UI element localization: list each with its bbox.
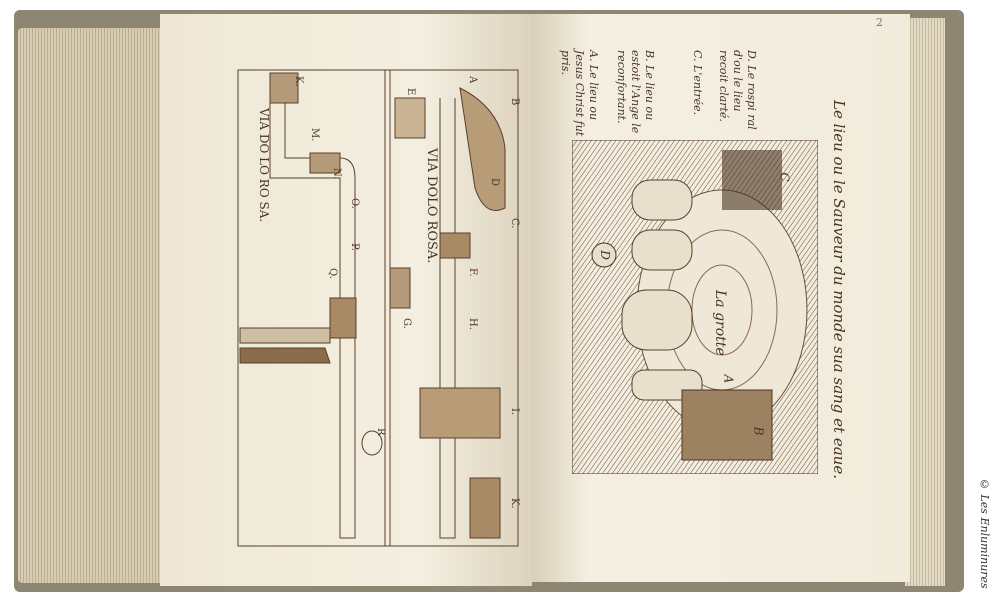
map-letter-label: I.	[509, 408, 520, 415]
street-label-right: VIA DOLO ROSA.	[424, 147, 439, 263]
legend-d: D. Le rospi ral d'ou le lieu recoit clar…	[717, 50, 758, 130]
marker-b: B	[751, 426, 766, 436]
legend-c: C. L'entrée.	[691, 50, 704, 116]
marker-a: A	[721, 374, 736, 384]
map-letter-label: K.	[509, 498, 520, 509]
page-caption: Le lieu ou le Sauveur du monde sua sang …	[830, 100, 848, 479]
via-dolorosa-map: VIA DO LO RO SA. VIA DOLO ROSA. K. M. N. O.…	[237, 69, 520, 547]
page-edges-right	[905, 18, 945, 586]
map-frame	[237, 69, 519, 547]
street-label-left: VIA DO LO RO SA.	[257, 107, 271, 222]
map-letter-label: G.	[401, 318, 412, 329]
map-letter-label: Q.	[327, 268, 338, 279]
legend-b: B. Le lieu ou estoit l'Ange le reconfort…	[615, 50, 656, 134]
grotto-drawing	[572, 140, 818, 474]
map-letter-label: M.	[309, 128, 320, 141]
copyright-notice: © Les Enluminures	[978, 478, 991, 589]
marker-c: C	[777, 172, 792, 182]
map-letter-label: O.	[349, 198, 360, 209]
map-letter-label: H.	[467, 318, 478, 330]
map-letter-label: K.	[293, 76, 304, 87]
map-letter-label: F.	[467, 268, 478, 277]
marker-d: D	[597, 250, 612, 260]
map-letter-label: D	[489, 178, 500, 186]
page-edges-left	[18, 28, 168, 583]
map-letter-label: N.	[331, 168, 342, 179]
map-letter-label: A	[467, 75, 478, 84]
map-letter-label: P.	[349, 243, 360, 251]
page-number: 2	[876, 16, 883, 29]
map-letter-label: C.	[509, 218, 520, 228]
legend-a: A. Le lieu ou Jesus Christ fut pris.	[559, 50, 600, 137]
map-letter-label: B	[509, 98, 520, 105]
grotto-label: La grotte	[712, 290, 728, 356]
map-letter-label: R	[375, 428, 386, 436]
map-letter-label: E	[405, 88, 416, 95]
